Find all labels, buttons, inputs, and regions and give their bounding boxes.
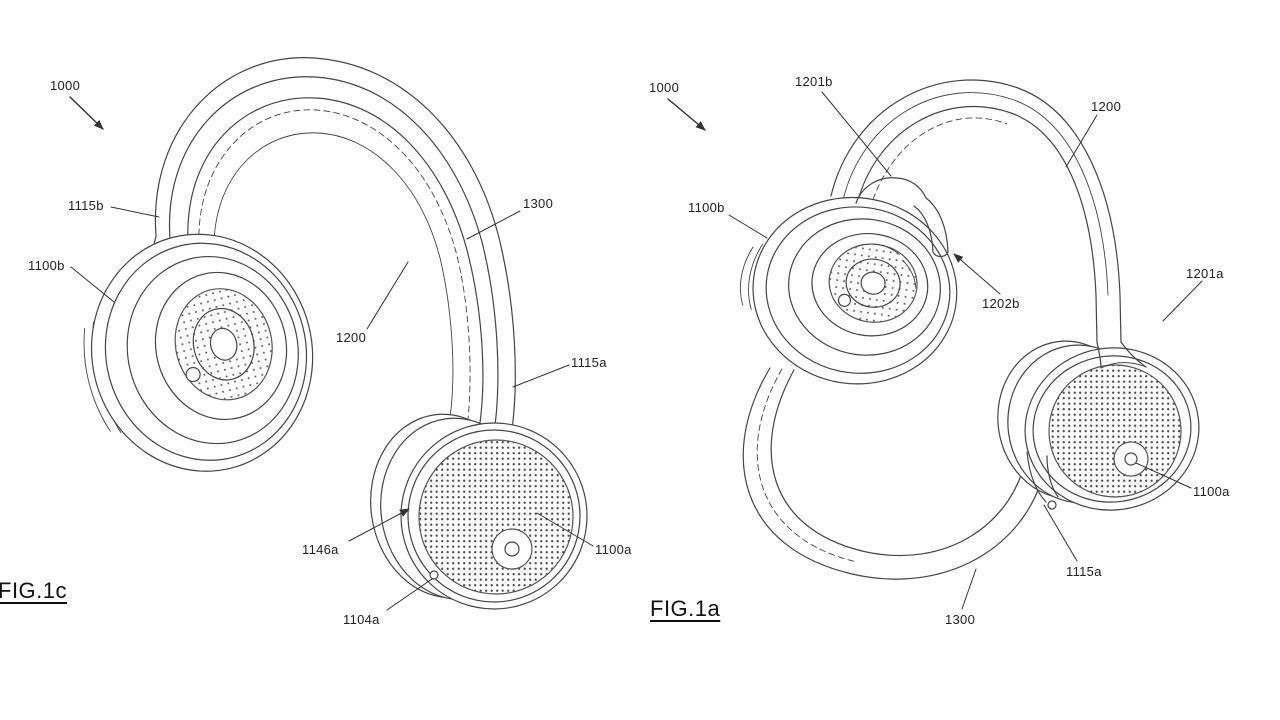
fig1c-drawing <box>69 57 594 611</box>
fig1a-caption: FIG.1a <box>650 596 721 621</box>
leader-1115a <box>1043 504 1078 562</box>
leader-1100b <box>728 214 768 239</box>
ref-label-1201b-fig1a: 1201b <box>795 74 833 89</box>
ref-label-1100b-fig1c: 1100b <box>28 258 65 273</box>
ref-label-1000-fig1a: 1000 <box>649 80 680 95</box>
ref-label-1202b-fig1a: 1202b <box>982 296 1020 311</box>
fig1c-port-1104a <box>429 570 439 580</box>
ref-label-1000-fig1c: 1000 <box>50 78 81 93</box>
ref-label-1104a-fig1c: 1104a <box>343 612 380 627</box>
ref-label-1146a-fig1c: 1146a <box>302 542 339 557</box>
fig1c-right-filter-grille <box>418 439 574 595</box>
leader-1000 <box>667 98 706 131</box>
ref-label-1115b-fig1c: 1115b <box>68 198 104 213</box>
fig1a-headband <box>830 79 1122 343</box>
fig1a-left-earcup <box>739 196 958 385</box>
leader-1000 <box>69 96 104 130</box>
ref-label-1100a-fig1a: 1100a <box>1193 484 1230 499</box>
leader-1115a <box>512 364 570 388</box>
ref-label-1115a-fig1a: 1115a <box>1066 564 1102 579</box>
fig1a-drawing <box>667 79 1203 610</box>
fig1a-lower-band <box>742 367 1048 580</box>
leader-1300 <box>466 210 521 240</box>
leader-1100a <box>1135 462 1192 489</box>
ref-label-1300-fig1c: 1300 <box>523 196 554 211</box>
leader-1200 <box>366 261 409 330</box>
leader-1100a <box>536 512 594 547</box>
leader-1300 <box>961 568 977 610</box>
ref-label-1201a-fig1a: 1201a <box>1186 266 1224 281</box>
fig1c-right-earcup <box>370 413 588 610</box>
ref-label-1115a-fig1c: 1115a <box>571 355 607 370</box>
leader-1104a <box>386 578 433 611</box>
ref-label-1300-fig1a: 1300 <box>945 612 976 627</box>
ref-label-1200-fig1c: 1200 <box>336 330 367 345</box>
fig1c-left-earcup <box>83 233 314 472</box>
leader-1146a <box>348 508 410 542</box>
fig1c-caption: FIG.1c <box>0 578 68 603</box>
fig1c-leader-lines <box>69 96 594 611</box>
fig1a-leader-lines <box>667 91 1203 610</box>
ref-label-1100a-fig1c: 1100a <box>595 542 632 557</box>
ref-label-1100b-fig1a: 1100b <box>688 200 725 215</box>
leader-1202b <box>953 253 1001 295</box>
fig1a-right-filter-grille <box>1048 364 1182 498</box>
ref-label-1200-fig1a: 1200 <box>1091 99 1122 114</box>
leader-1115b <box>110 206 160 218</box>
fig1a-hanger-pivot <box>855 177 949 258</box>
leader-1200 <box>1065 114 1098 168</box>
leader-1201a <box>1162 280 1203 322</box>
fig1a-right-earcup <box>997 340 1200 511</box>
leader-1100b <box>70 266 115 303</box>
leader-1201b <box>821 91 892 177</box>
